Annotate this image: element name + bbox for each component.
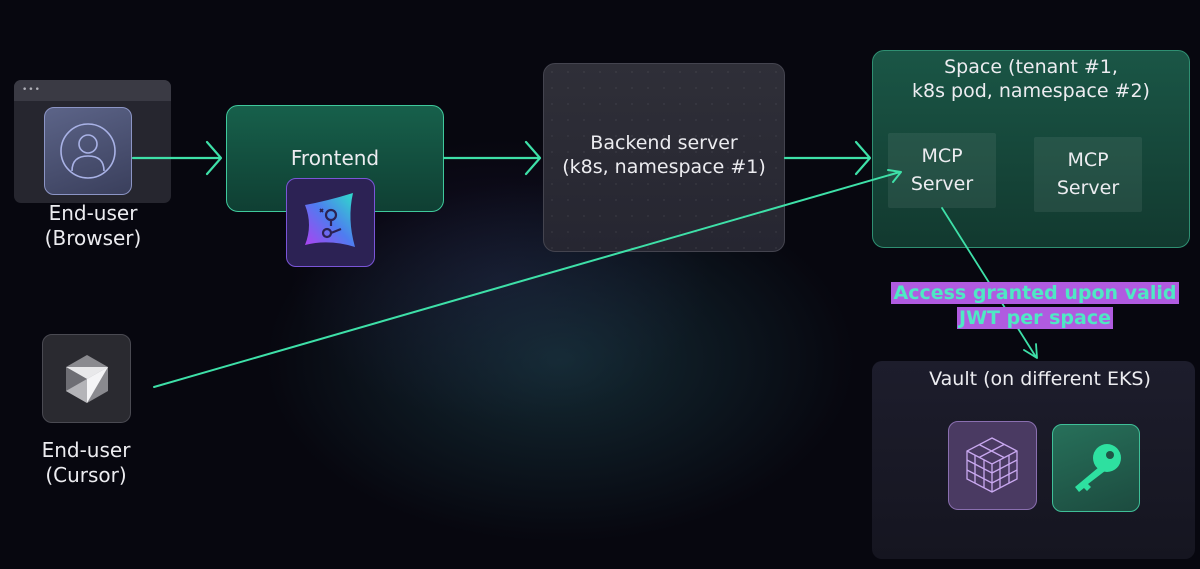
frontend-label: Frontend xyxy=(290,146,380,170)
mcp-server-1-line2: Server xyxy=(910,172,974,195)
cube-icon xyxy=(948,421,1037,510)
mcp-server-2: MCP Server xyxy=(1034,137,1142,212)
mcp-server-2-line1: MCP xyxy=(1067,148,1109,171)
access-annotation-line2: JWT per space xyxy=(957,306,1113,329)
window-dots-icon: ••• xyxy=(22,85,41,95)
arrow-backend-to-space xyxy=(783,140,872,176)
cursor-logo-icon xyxy=(42,334,131,423)
space-node xyxy=(872,50,1190,248)
access-annotation: Access granted upon valid JWT per space xyxy=(880,281,1190,330)
mcp-server-2-line2: Server xyxy=(1056,176,1120,199)
cursor-user-label: End-user (Cursor) xyxy=(16,438,156,488)
browser-user-label-line2: (Browser) xyxy=(44,226,142,250)
cursor-user-label-line1: End-user xyxy=(41,438,131,462)
user-circle-icon xyxy=(44,107,132,195)
arrow-frontend-to-backend xyxy=(442,140,542,176)
arrow-browser-to-frontend xyxy=(131,140,223,176)
arrow-cursor-to-mcp xyxy=(153,169,902,388)
space-label-line1: Space (tenant #1, xyxy=(944,56,1118,78)
backend-node xyxy=(543,63,785,252)
backend-label: Backend server (k8s, namespace #1) xyxy=(543,132,785,180)
browser-user-label: End-user (Browser) xyxy=(18,201,168,251)
space-label-line2: k8s pod, namespace #2) xyxy=(912,79,1150,102)
vault-label: Vault (on different EKS) xyxy=(929,368,1151,390)
key-icon xyxy=(1052,424,1140,512)
browser-title-bar: ••• xyxy=(14,80,171,101)
backend-label-line2: (k8s, namespace #1) xyxy=(562,155,766,178)
backend-label-line1: Backend server xyxy=(590,132,738,154)
mcp-server-1-line1: MCP xyxy=(921,144,963,167)
mcp-server-1: MCP Server xyxy=(888,133,996,208)
access-annotation-line1: Access granted upon valid xyxy=(891,282,1179,304)
browser-user-label-line1: End-user xyxy=(48,201,138,225)
cursor-user-label-line2: (Cursor) xyxy=(45,463,127,487)
space-label: Space (tenant #1, k8s pod, namespace #2) xyxy=(872,56,1190,104)
app-logo-icon xyxy=(286,178,375,267)
